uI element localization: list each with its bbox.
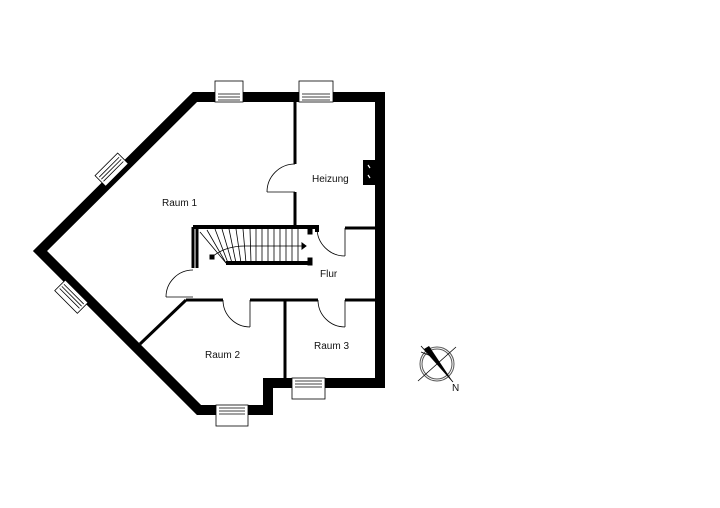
window-diagonal-upper (94, 152, 129, 187)
windows (54, 80, 334, 427)
stair-arrow-icon (301, 242, 307, 250)
window-diagonal-lower (54, 279, 89, 314)
door-heizung (266, 163, 296, 193)
room-label-raum1: Raum 1 (162, 198, 197, 209)
door-raum1 (165, 269, 194, 298)
exterior-wall (32, 92, 385, 415)
room-label-heizung: Heizung (312, 174, 349, 185)
staircase (193, 225, 319, 268)
chimney (363, 160, 375, 185)
compass-icon (417, 345, 457, 383)
room-label-flur: Flur (320, 269, 338, 280)
window-bottom-1 (215, 404, 249, 427)
room-label-raum2: Raum 2 (205, 350, 240, 361)
doors (165, 163, 346, 328)
door-heizung-flur (316, 227, 346, 257)
door-raum2 (222, 299, 251, 328)
compass-north-label: N (452, 383, 459, 394)
door-raum3 (317, 299, 346, 328)
room-label-raum3: Raum 3 (314, 341, 349, 352)
window-top-2 (298, 80, 334, 103)
interior-walls (138, 100, 377, 380)
window-bottom-2 (291, 377, 326, 400)
window-top-1 (214, 80, 244, 103)
